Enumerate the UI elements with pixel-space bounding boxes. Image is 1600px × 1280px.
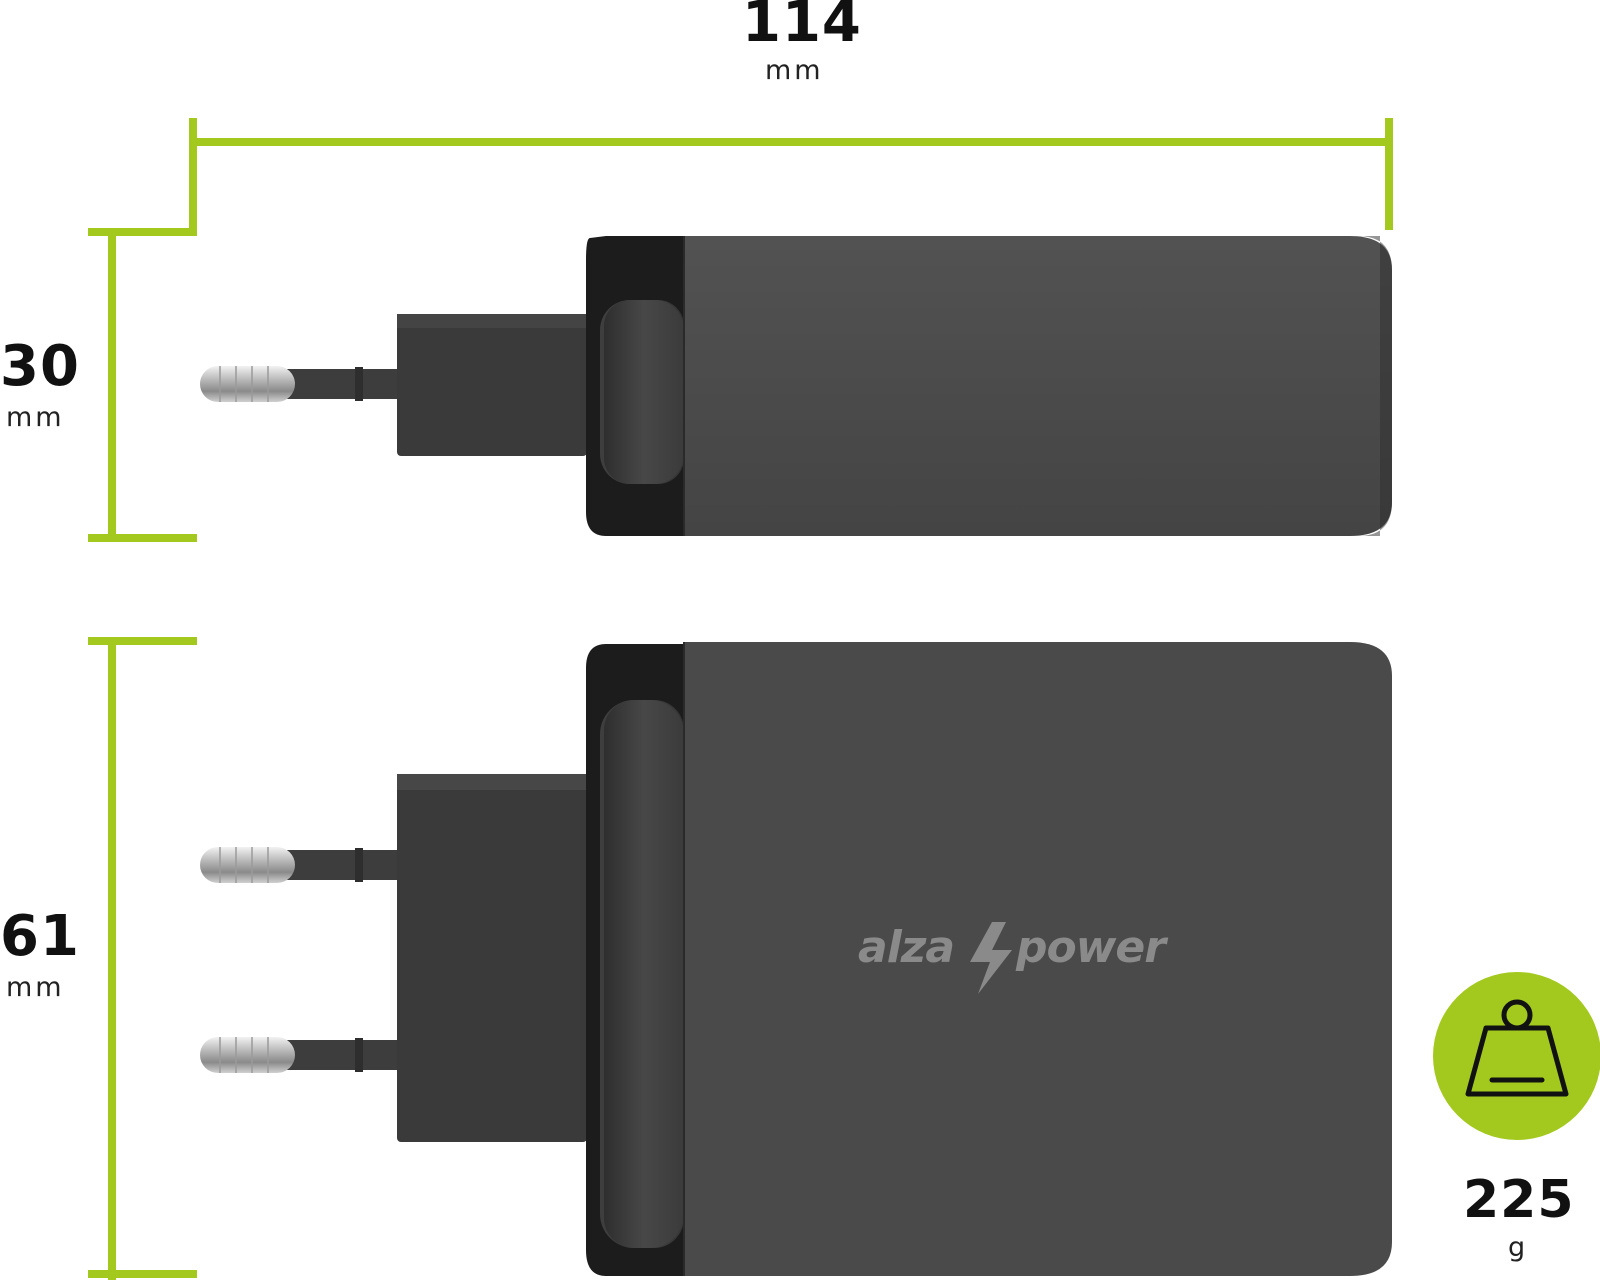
depth-value: 30 — [0, 334, 80, 399]
charger-front-view — [200, 642, 1392, 1276]
weight-icon — [1465, 999, 1569, 1097]
front-view-pin-lower — [200, 1037, 405, 1073]
height-unit: mm — [6, 972, 65, 1003]
width-value: 114 — [742, 0, 862, 55]
height-dimension-tick-bottom — [88, 1270, 197, 1278]
height-dimension-line — [108, 637, 116, 1280]
front-view-plug — [397, 774, 587, 1142]
height-dimension-tick-top — [88, 637, 197, 645]
brand-logo-left: alza — [858, 922, 955, 973]
side-view-pin — [200, 366, 405, 402]
width-dimension-tick-left — [189, 118, 197, 236]
lightning-bolt-icon — [970, 922, 1012, 994]
weight-badge — [1433, 972, 1600, 1140]
weight-unit: g — [1508, 1232, 1529, 1263]
width-dimension-connector — [88, 228, 197, 236]
front-view-pin-upper — [200, 847, 405, 883]
width-dimension-tick-right — [1385, 118, 1393, 230]
height-value: 61 — [0, 904, 80, 969]
brand-logo-right: power — [1016, 922, 1166, 973]
depth-dimension-line — [108, 228, 116, 542]
front-view-body — [684, 642, 1392, 1276]
weight-value: 225 — [1463, 1170, 1575, 1230]
side-view-body — [684, 236, 1392, 536]
width-unit: mm — [765, 55, 824, 86]
depth-unit: mm — [6, 402, 65, 433]
charger-side-view — [200, 236, 1392, 536]
side-view-plug — [397, 314, 587, 456]
depth-dimension-tick-bottom — [88, 534, 197, 542]
width-dimension-line — [193, 138, 1393, 146]
